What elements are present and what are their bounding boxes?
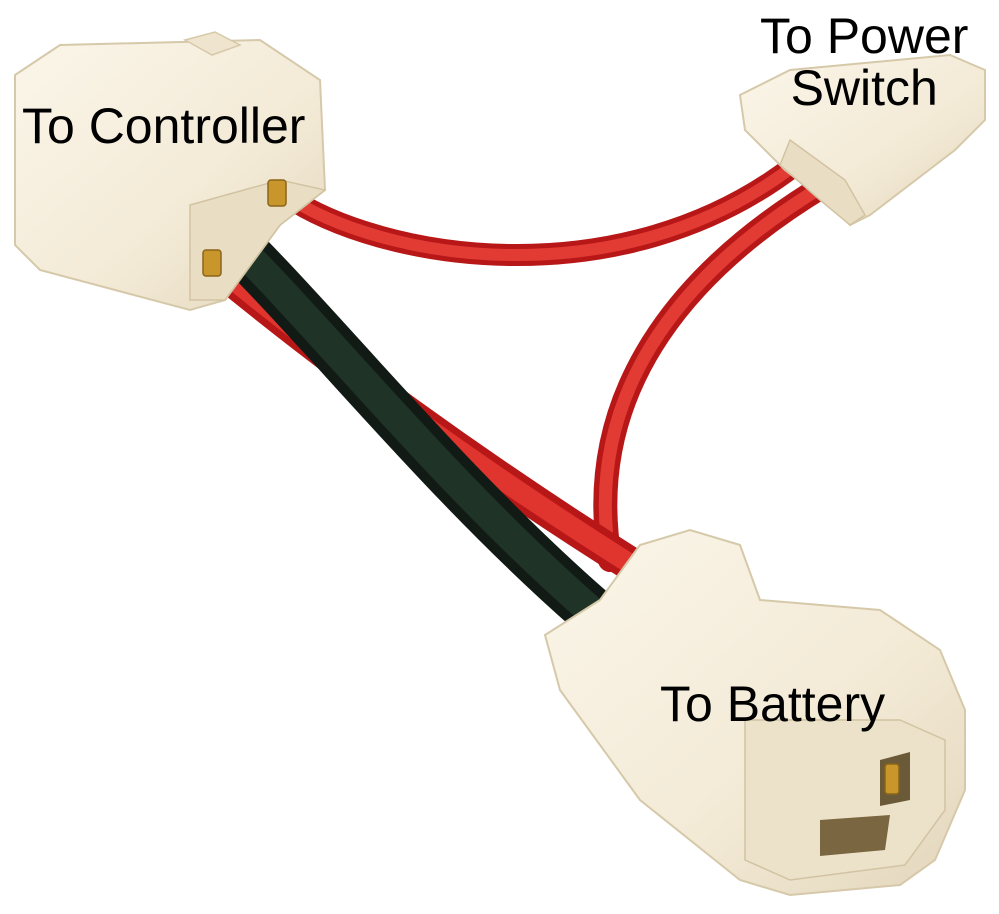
power-switch-connector (738, 53, 986, 227)
controller-pin-bottom (202, 249, 222, 277)
to-power-switch-label: To Power Switch (760, 10, 968, 114)
to-power-switch-label-line2: Switch (790, 60, 938, 116)
battery-pin (884, 763, 900, 795)
to-power-switch-label-line1: To Power (760, 8, 969, 64)
controller-pin-top (267, 179, 287, 207)
to-controller-label: To Controller (22, 98, 306, 154)
battery-connector (543, 528, 966, 897)
to-battery-label: To Battery (660, 676, 886, 732)
controller-connector (14, 31, 327, 312)
